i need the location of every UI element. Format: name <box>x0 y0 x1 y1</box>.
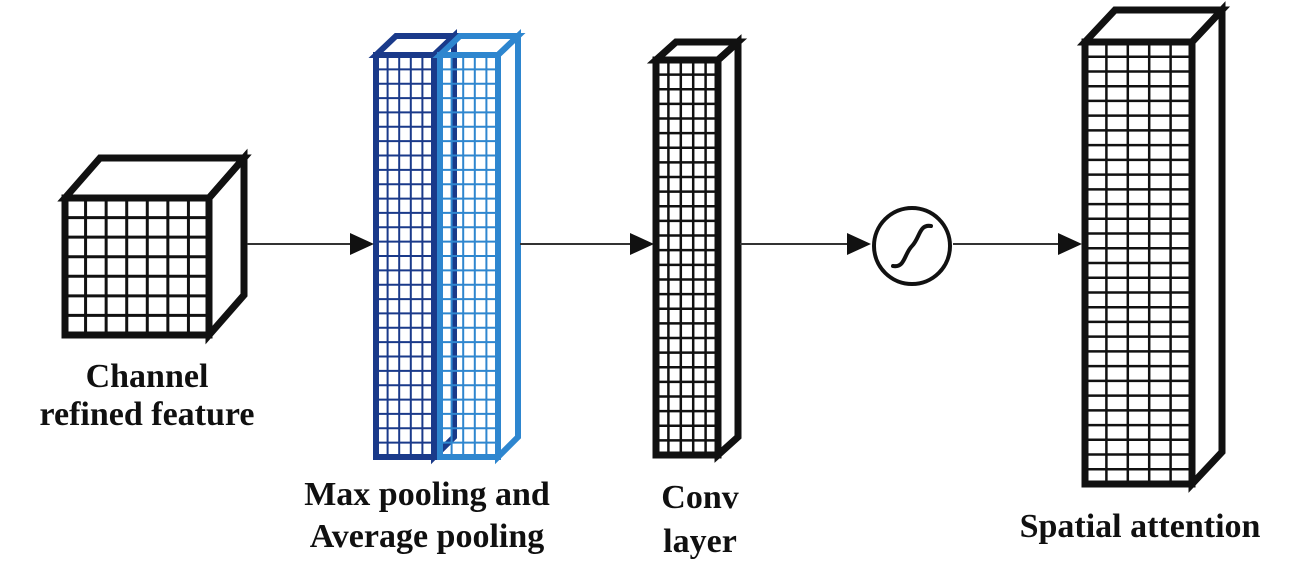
conv-layer-label-line1: Conv <box>661 479 739 516</box>
spatial-attention-label-text: Spatial attention <box>1019 508 1261 545</box>
conv-layer-slab <box>646 34 748 463</box>
spatial-attention-slab <box>1076 1 1231 493</box>
channel-feature-cube <box>57 148 252 345</box>
pooling-label-line2: Average pooling <box>309 518 545 555</box>
pooling-label-line1: Max pooling and <box>304 476 550 513</box>
max-pooling-slab <box>368 29 462 465</box>
arrow-conv-to-sigmoid <box>740 233 871 255</box>
arrow-sigmoid-to-attention <box>953 233 1082 255</box>
arrow-cube-to-pooling <box>247 233 374 255</box>
sigmoid-icon <box>872 206 952 286</box>
channel-feature-label-line2: refined feature <box>39 396 255 433</box>
pooling-label: Max pooling and Average pooling <box>268 474 586 558</box>
conv-layer-label-line2: layer <box>663 523 737 560</box>
spatial-attention-label: Spatial attention <box>990 508 1290 546</box>
arrow-pooling-to-conv <box>520 233 654 255</box>
channel-feature-label-line1: Channel <box>85 358 209 395</box>
channel-feature-label: Channel refined feature <box>27 358 267 434</box>
conv-layer-label: Conv layer <box>630 476 770 564</box>
average-pooling-slab <box>432 29 526 465</box>
